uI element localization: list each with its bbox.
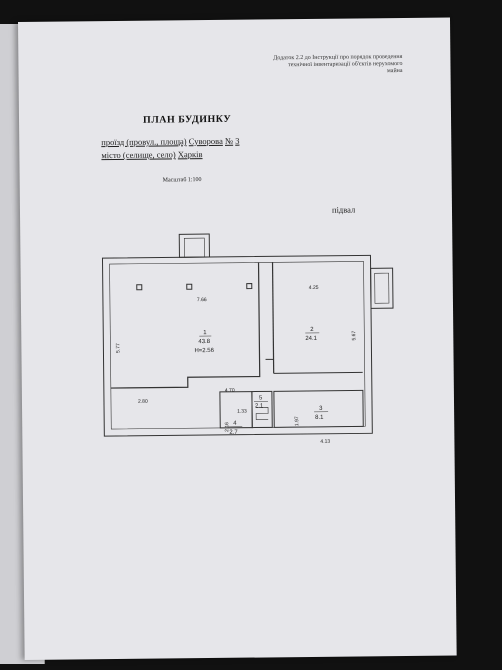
wall-notch [186,283,193,290]
room3 [273,389,364,428]
dim-mid: 4.70 [225,388,235,394]
wall-notch [136,284,143,291]
room5-no: 5 [259,395,263,401]
room4-no: 4 [233,421,237,427]
street-line: проїзд (провул., площа) Суворова № 3 [101,135,240,148]
floor-label: підвал [331,204,356,215]
room2-area: 24.1 [305,336,317,342]
room1-height: H=2.56 [194,348,214,354]
room2-bottom-wall [273,371,363,374]
dim-right-side: 5.67 [351,331,357,341]
dim-stair-width: 1.33 [237,409,247,415]
right-annex [370,267,394,309]
dim-top-right: 4.25 [309,285,319,291]
room3-area: 8.1 [315,415,324,421]
room5-area: 2.1 [255,403,264,409]
inner-wall [109,261,366,430]
porch-inner [183,237,205,258]
dim-top-left: 7.66 [197,297,207,303]
room1-wall [110,262,261,389]
porch [178,233,210,258]
dim-room3-height: 1.97 [294,416,300,426]
dim-bottom-left: 2.80 [138,399,148,405]
dim-room3-width: 4.13 [320,439,330,445]
outer-wall [101,254,373,437]
scale-label: Масштаб 1:100 [162,177,202,184]
wall-notch [246,283,253,290]
partition-wall [271,262,275,374]
document-page: Додаток 2.2 до Інструкції про порядок пр… [18,17,457,660]
room1-no: 1 [203,330,207,336]
dim-left-side: 5.77 [115,343,121,353]
room2-no: 2 [310,327,314,333]
right-annex-inner [374,272,390,304]
room4-area: 2.7 [229,430,238,436]
stairs [255,407,269,420]
room3-no: 3 [319,406,323,412]
floor-plan: 7.66 4.25 5.77 5.67 2.80 4.70 1.33 2.16 … [101,233,394,445]
dim-small-height: 2.16 [224,422,230,432]
page-title: ПЛАН БУДИНКУ [142,113,232,126]
room5 [251,390,273,429]
room1-area: 43.8 [198,339,210,345]
city-line: місто (селище, село) Харків [101,149,203,161]
appendix-note: Додаток 2.2 до Інструкції про порядок пр… [273,53,403,75]
